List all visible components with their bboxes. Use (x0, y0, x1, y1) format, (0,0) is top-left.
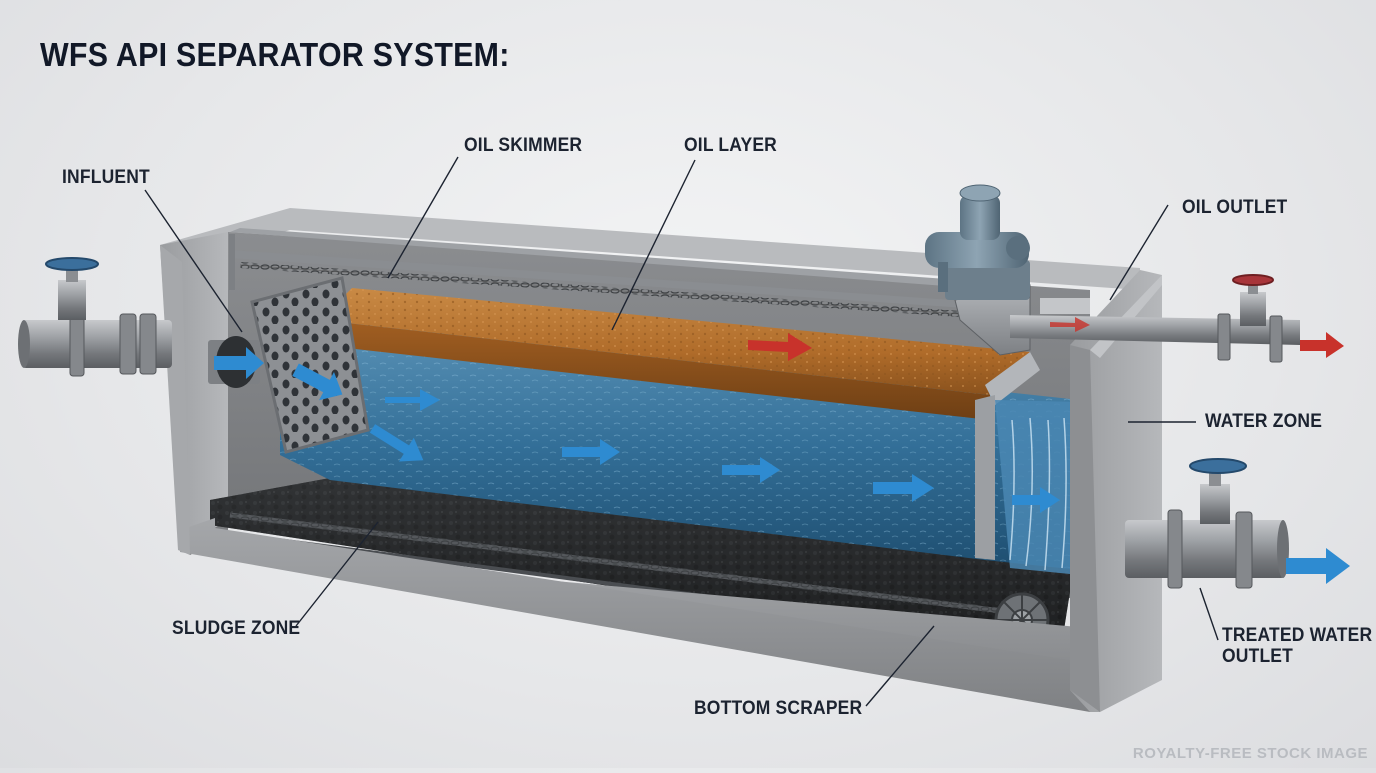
oil-layer-leader (611, 159, 696, 331)
oil-outlet-valve-handwheel-icon (1232, 274, 1274, 286)
skimmer-motor-icon (925, 184, 1030, 300)
label-oil-layer: OIL LAYER (684, 135, 777, 156)
label-influent: INFLUENT (62, 167, 150, 188)
outlet-weir (975, 352, 1080, 575)
oil-skimmer-leader (387, 156, 459, 279)
oil-outlet-leader (1109, 204, 1169, 301)
oil-flow-arrow-icon (748, 333, 812, 361)
weir-plate (975, 395, 995, 560)
outlet-waterfall (995, 400, 1080, 575)
influent-leader (144, 189, 243, 333)
sludge-zone-leader (295, 521, 379, 627)
bottom-scraper-leader (865, 625, 935, 707)
oil-flow-arrow-icon (1050, 317, 1090, 332)
flow-arrow-icon (369, 424, 424, 462)
treated-water-valve-handwheel-icon (1189, 458, 1247, 474)
page-title: WFS API SEPARATOR SYSTEM: (40, 36, 510, 73)
flow-arrows (214, 347, 1350, 584)
flow-arrow-icon (1286, 548, 1350, 584)
leader-lines (144, 156, 1219, 707)
label-water-zone: WATER ZONE (1205, 411, 1323, 432)
flow-arrow-icon (1012, 487, 1060, 513)
label-bottom-scraper: BOTTOM SCRAPER (694, 698, 863, 719)
inlet-baffle (250, 276, 370, 454)
flow-arrow-icon (385, 389, 440, 411)
oil-flow-arrows (748, 317, 1344, 361)
label-oil-outlet: OIL OUTLET (1182, 197, 1288, 218)
treated-water-outlet-pipe (1125, 458, 1289, 589)
oil-layer-area (320, 288, 1030, 420)
label-sludge-zone: SLUDGE ZONE (172, 618, 301, 639)
influent-valve-handwheel-icon (45, 257, 99, 271)
treated-water-outlet-leader (1199, 587, 1219, 641)
tank-back-rim (160, 208, 1140, 290)
oil-layer-front (320, 320, 990, 420)
flow-arrow-icon (292, 363, 343, 401)
label-treated-water-outlet-line1: TREATED WATER (1222, 625, 1373, 646)
tank-bottom-slab (180, 518, 1090, 712)
label-oil-skimmer: OIL SKIMMER (464, 135, 583, 156)
perforated-baffle-plate (250, 276, 370, 454)
flow-arrow-icon (214, 347, 264, 379)
flow-arrow-icon (722, 457, 780, 483)
oil-flow-arrow-icon (1300, 332, 1344, 358)
flow-arrow-icon (873, 474, 934, 502)
flow-arrow-icon (562, 439, 620, 465)
watermark-text: ROYALTY-FREE STOCK IMAGE (1132, 745, 1368, 762)
label-treated-water-outlet-line2: OUTLET (1222, 646, 1294, 667)
